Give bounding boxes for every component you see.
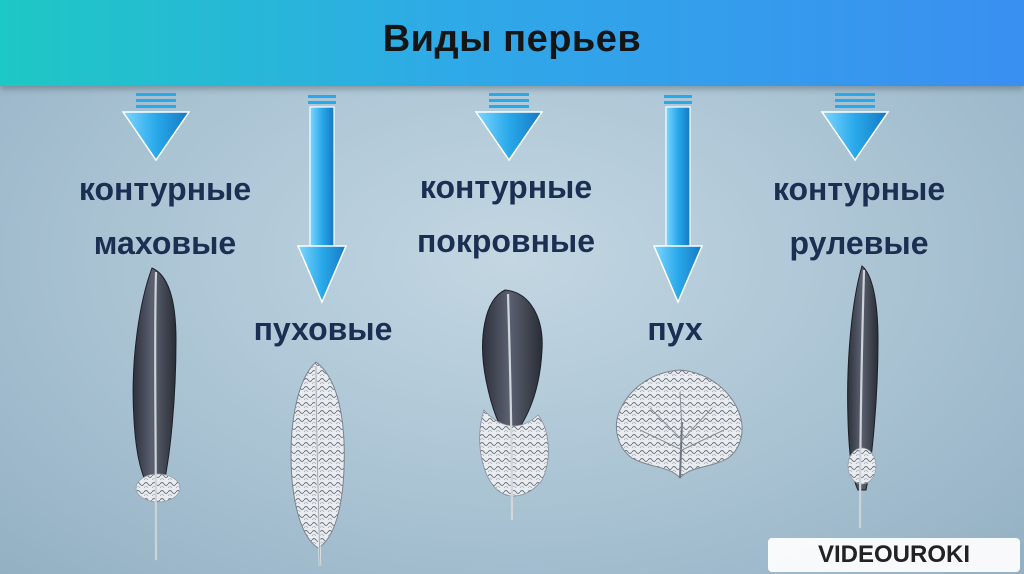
label-down-feather: пуховые [253, 311, 393, 347]
label-tail-line2: рулевые [789, 225, 929, 261]
flight-feather-image [132, 267, 181, 561]
tail-feather-image [847, 265, 879, 529]
short-arrow-flight [121, 93, 191, 162]
long-arrow-down-feather [296, 95, 348, 304]
label-flight-line2: маховые [93, 225, 237, 261]
down-image [616, 369, 743, 479]
down-feather-image [290, 361, 345, 567]
long-arrow-down [652, 95, 704, 304]
label-down: пух [647, 311, 703, 347]
page-title: Виды перьев [382, 18, 642, 60]
covert-feather-image [479, 289, 549, 521]
watermark-logo: VIDEOUROKI [768, 538, 1020, 572]
title-bar [0, 0, 1024, 86]
label-flight-line1: контурные [78, 171, 252, 207]
short-arrow-tail [820, 93, 890, 162]
short-arrow-covert [474, 93, 544, 162]
label-covert-line2: покровные [416, 223, 596, 259]
label-tail-line1: контурные [772, 171, 946, 207]
label-covert-line1: контурные [419, 169, 593, 205]
